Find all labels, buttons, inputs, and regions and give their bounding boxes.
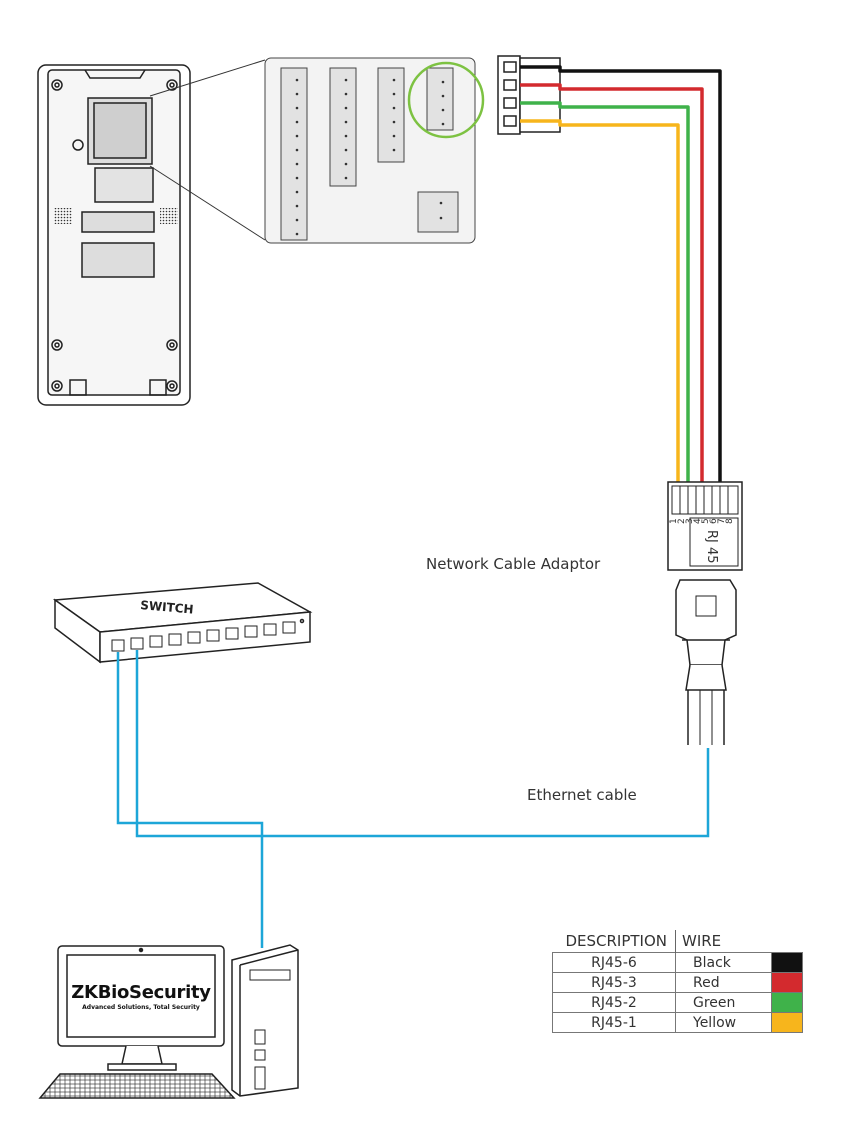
row-wire: Yellow bbox=[675, 1012, 772, 1033]
yellow-wire bbox=[520, 119, 680, 490]
pin-number: 4 bbox=[693, 518, 703, 524]
row-wire: Green bbox=[675, 992, 772, 1013]
description-header: DESCRIPTION bbox=[552, 930, 676, 953]
row-description: RJ45-3 bbox=[552, 972, 676, 993]
device-back-panel bbox=[37, 64, 191, 406]
network-switch bbox=[52, 582, 313, 664]
computer bbox=[38, 944, 299, 1099]
pin-number: 2 bbox=[677, 518, 687, 524]
pin-number: 3 bbox=[685, 518, 695, 524]
row-description: RJ45-1 bbox=[552, 1012, 676, 1033]
wire-swatch bbox=[771, 972, 803, 993]
ethernet-cables bbox=[116, 650, 710, 948]
board-zoom-view bbox=[264, 57, 476, 244]
table-row: RJ45-2 Green bbox=[552, 992, 803, 1013]
table-row: RJ45-3 Red bbox=[552, 972, 803, 993]
row-wire: Black bbox=[675, 952, 772, 973]
pin-number: 1 bbox=[669, 518, 679, 524]
wire-swatch bbox=[771, 992, 803, 1013]
highlight-circle bbox=[407, 61, 485, 139]
row-wire: Red bbox=[675, 972, 772, 993]
wire-header: WIRE bbox=[682, 932, 722, 950]
pin-number: 8 bbox=[725, 518, 735, 524]
pin-number: 7 bbox=[717, 518, 727, 524]
rj45-pin-numbers: 1 2 3 4 5 6 7 8 bbox=[669, 518, 735, 524]
ethernet-cable-to-pc bbox=[116, 652, 264, 948]
software-name: ZKBioSecurity bbox=[71, 982, 211, 1003]
table-row: RJ45-1 Yellow bbox=[552, 1012, 803, 1033]
row-description: RJ45-2 bbox=[552, 992, 676, 1013]
switch-label: SWITCH bbox=[140, 598, 194, 617]
black-wire bbox=[520, 65, 722, 490]
rj45-label: RJ 45 bbox=[704, 530, 719, 564]
row-description: RJ45-6 bbox=[552, 952, 676, 973]
pin-number: 6 bbox=[709, 518, 719, 524]
adaptor-wires bbox=[520, 65, 722, 490]
ethernet-cable-to-adaptor bbox=[135, 650, 710, 838]
software-tagline: Advanced Solutions, Total Security bbox=[82, 1004, 200, 1011]
rj45-adaptor bbox=[667, 481, 743, 745]
ethernet-cable-label: Ethernet cable bbox=[527, 786, 637, 804]
wire-swatch bbox=[771, 952, 803, 973]
wire-legend-table: DESCRIPTION WIRE RJ45-6 Black RJ45-3 Red… bbox=[552, 930, 803, 1033]
green-wire bbox=[520, 101, 690, 490]
pin-number: 5 bbox=[701, 518, 711, 524]
software-logo: ZKBioSecurity Advanced Solutions, Total … bbox=[68, 982, 214, 1011]
network-cable-adaptor-label: Network Cable Adaptor bbox=[426, 555, 601, 573]
red-wire bbox=[520, 83, 704, 490]
wire-swatch bbox=[771, 1012, 803, 1033]
table-row: RJ45-6 Black bbox=[552, 952, 803, 973]
